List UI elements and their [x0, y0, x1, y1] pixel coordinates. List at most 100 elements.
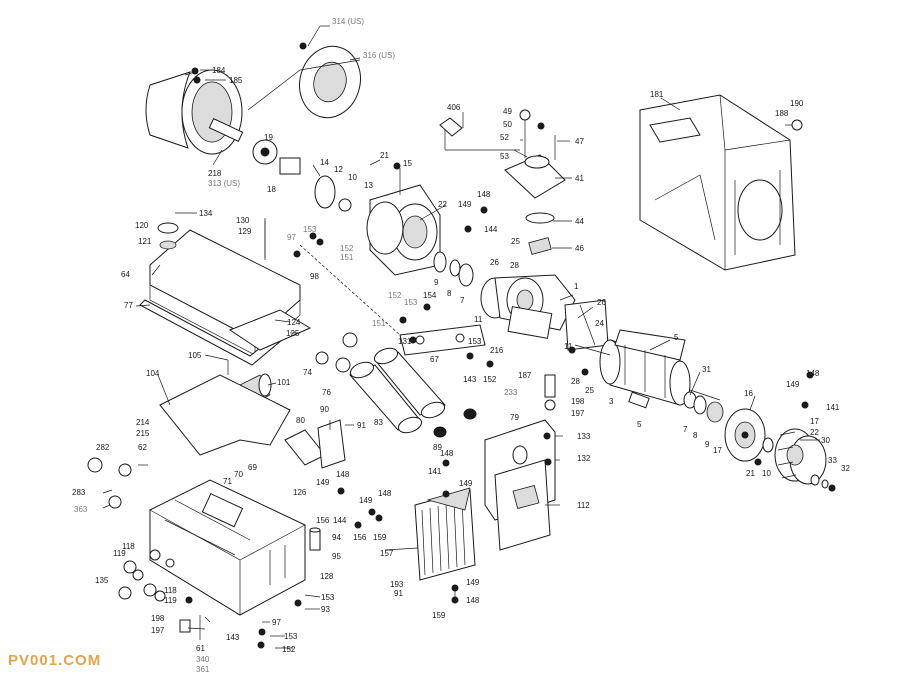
coupling-19 [252, 139, 301, 175]
label-218: 218 [208, 169, 222, 178]
label-62: 62 [138, 443, 147, 452]
label-13: 13 [364, 181, 373, 190]
label-143-a: 143 [463, 375, 477, 384]
mounting-flange-316 [299, 45, 361, 119]
label-159-a: 159 [373, 533, 387, 542]
label-149-c: 149 [459, 479, 473, 488]
label-282: 282 [96, 443, 110, 452]
plate-125 [228, 309, 312, 351]
label-69: 69 [248, 463, 257, 472]
label-152-top: 152 [340, 244, 354, 253]
label-118-b: 118 [164, 586, 177, 595]
panel-104 [159, 360, 291, 456]
label-25-a: 25 [511, 237, 520, 246]
label-98: 98 [310, 272, 319, 281]
label-71: 71 [223, 477, 232, 486]
label-120: 120 [135, 221, 149, 230]
label-16: 16 [744, 389, 753, 398]
label-14: 14 [320, 158, 329, 167]
label-119-b: 119 [164, 596, 177, 605]
label-190: 190 [790, 99, 804, 108]
label-363: 363 [74, 505, 88, 514]
label-28-a: 28 [510, 261, 519, 270]
label-9-b: 9 [705, 440, 710, 449]
shaft-3 [574, 344, 721, 401]
label-24: 24 [595, 319, 604, 328]
label-148-f: 148 [466, 596, 480, 605]
label-314: 314 (US) [332, 17, 364, 26]
label-406: 406 [447, 103, 461, 112]
label-152-d: 152 [282, 645, 296, 654]
label-10: 10 [348, 173, 357, 182]
cylinder-83 [349, 347, 446, 434]
label-95: 95 [332, 552, 341, 561]
label-76: 76 [322, 388, 331, 397]
label-89: 89 [433, 443, 442, 452]
label-197-b: 197 [151, 626, 165, 635]
label-83: 83 [374, 418, 383, 427]
label-149-e: 149 [359, 496, 373, 505]
label-187: 187 [518, 371, 532, 380]
label-19: 19 [264, 133, 273, 142]
label-15: 15 [403, 159, 412, 168]
label-3: 3 [609, 397, 614, 406]
label-53: 53 [500, 152, 509, 161]
label-198-b: 198 [151, 614, 165, 623]
label-124: 124 [287, 318, 301, 327]
label-5-top: 5 [674, 333, 679, 342]
pump-1 [433, 251, 576, 339]
label-30: 30 [821, 436, 830, 445]
label-130: 130 [236, 216, 250, 225]
valve-assembly-41 [439, 109, 566, 199]
end-plate-16 [724, 408, 766, 462]
watermark: PV001.COM [8, 652, 102, 669]
label-185: 185 [229, 76, 243, 85]
label-184: 184 [212, 66, 226, 75]
label-90: 90 [320, 405, 329, 414]
label-46: 46 [575, 244, 584, 253]
label-101: 101 [277, 378, 291, 387]
label-181: 181 [650, 90, 664, 99]
label-144-a: 144 [484, 225, 498, 234]
label-125: 125 [286, 329, 300, 338]
label-118-a: 118 [122, 542, 135, 551]
label-131: 131 [398, 337, 412, 346]
label-74: 74 [303, 368, 312, 377]
label-25-b: 25 [585, 386, 594, 395]
label-143-b: 143 [226, 633, 240, 642]
label-153-e: 153 [284, 632, 298, 641]
label-215: 215 [136, 429, 150, 438]
label-153-mid: 153 [404, 298, 418, 307]
label-197-a: 197 [571, 409, 585, 418]
label-283: 283 [72, 488, 86, 497]
label-91-b: 91 [394, 589, 403, 598]
label-26-b: 26 [597, 298, 606, 307]
label-361: 361 [196, 665, 210, 674]
label-11-a: 11 [474, 315, 483, 324]
label-148-b: 148 [806, 369, 820, 378]
housing-15 [366, 184, 441, 276]
label-26-a: 26 [490, 258, 499, 267]
label-47: 47 [575, 137, 584, 146]
label-77: 77 [124, 301, 133, 310]
label-151-mid: 151 [372, 319, 386, 328]
cap-94 [309, 527, 321, 551]
label-149-f: 149 [466, 578, 480, 587]
label-28-b: 28 [571, 377, 580, 386]
label-141-a: 141 [826, 403, 840, 412]
label-31: 31 [702, 365, 711, 374]
label-119-a: 119 [113, 549, 126, 558]
label-44: 44 [575, 217, 584, 226]
screws [185, 42, 836, 649]
label-214: 214 [136, 418, 150, 427]
label-148-d: 148 [336, 470, 350, 479]
label-7-a: 7 [460, 296, 465, 305]
label-9-a: 9 [434, 278, 439, 287]
label-149-d: 149 [316, 478, 330, 487]
label-153-top: 153 [303, 225, 317, 234]
label-188: 188 [775, 109, 789, 118]
label-97-top: 97 [287, 233, 296, 242]
label-112: 112 [577, 501, 590, 510]
cap-89 [433, 408, 477, 438]
label-135: 135 [95, 576, 109, 585]
